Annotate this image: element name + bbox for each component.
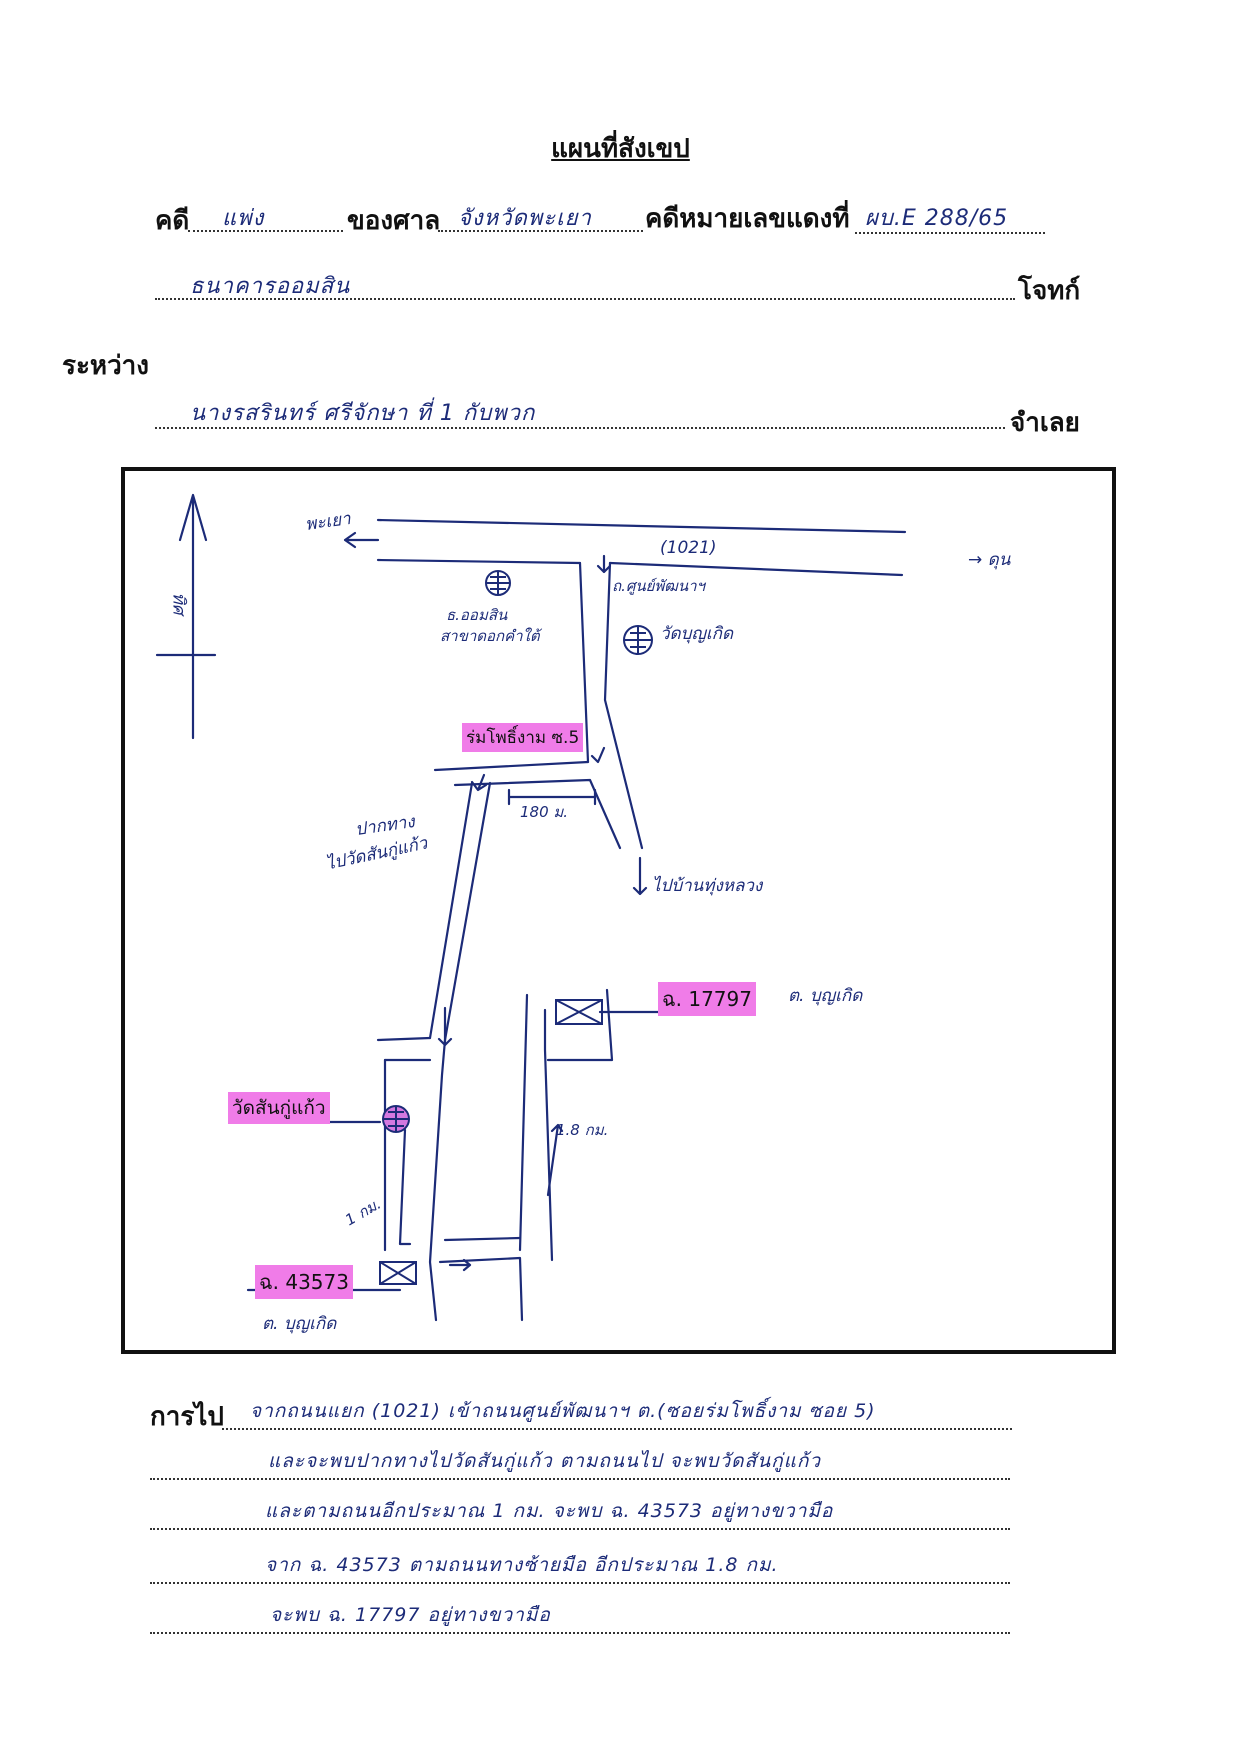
- soi-label: ร่มโพธิ์งาม ซ.5: [462, 723, 584, 752]
- case-label: คดี: [155, 206, 190, 236]
- road-name-label: ถ.ศูนย์พัฒนาฯ: [612, 577, 705, 595]
- branch-road-outer: [518, 993, 554, 1262]
- to-village-label: ไปบ้านทุ่งหลวง: [652, 876, 763, 896]
- red-case-label: คดีหมายเลขแดงที่: [645, 204, 850, 234]
- directions-label: การไป: [150, 1402, 224, 1432]
- defendant-field: นางรสรินทร์ ศรีจักษา ที่ 1 กับพวก: [155, 395, 1005, 429]
- distance-1-8-arrow: [546, 1123, 564, 1197]
- plaintiff-field: ธนาคารออมสิน: [155, 268, 1015, 300]
- case-type-field: แพ่ง: [188, 200, 343, 232]
- distance-180-label: 180 ม.: [520, 803, 569, 821]
- soi-line-top: [433, 760, 590, 772]
- left-road-inner: [428, 781, 492, 1322]
- plaintiff-label: โจทก์: [1018, 276, 1081, 306]
- between-label: ระหว่าง: [62, 351, 149, 381]
- right-destination-label: → ดุน: [968, 550, 1011, 570]
- court-name-field: จังหวัดพะเยา: [438, 200, 643, 232]
- soi-line-bottom: [453, 778, 622, 850]
- north-arrow-icon: [155, 493, 217, 740]
- connector-road-top: [443, 1236, 522, 1242]
- deed-43573-tambon: ต. บุญเกิด: [262, 1314, 337, 1334]
- arrow-to-village-icon: [632, 856, 648, 896]
- north-label: ทิศ: [168, 592, 189, 615]
- side-road-left: [578, 561, 590, 764]
- case-type-value: แพ่ง: [222, 206, 265, 231]
- sketch-map-frame: [121, 467, 1116, 1354]
- red-case-field: ผบ.E 288/65: [855, 200, 1045, 234]
- distance-1-8-label: 1.8 กม.: [556, 1121, 609, 1139]
- plaintiff-value: ธนาคารออมสิน: [190, 274, 351, 299]
- deed-43573-plot-icon: [379, 1261, 417, 1285]
- temple-1-label: วัดบุญเกิด: [660, 624, 734, 644]
- connector-road-bottom: [438, 1256, 524, 1322]
- red-case-value: ผบ.E 288/65: [865, 206, 1009, 231]
- bank-branch-line1: ธ.ออมสิน: [446, 606, 508, 624]
- highway-number-label: (1021): [660, 538, 717, 558]
- side-road-right: [603, 561, 644, 850]
- directions-line-1: จากถนนแยก (1021) เข้าถนนศูนย์พัฒนาฯ ต.(ซ…: [222, 1396, 1012, 1430]
- court-label: ของศาล: [347, 206, 441, 236]
- temple-2-label: วัดสันกู่แก้ว: [228, 1092, 330, 1124]
- defendant-value: นางรสรินทร์ ศรีจักษา ที่ 1 กับพวก: [190, 401, 536, 426]
- distance-1-line: [398, 1128, 412, 1246]
- temple-2-marker-icon: [382, 1105, 410, 1133]
- arrow-to-phayao-icon: [343, 531, 380, 549]
- highway-line-top: [376, 518, 907, 534]
- defendant-label: จำเลย: [1010, 408, 1080, 438]
- deed-17797-plot-icon: [555, 999, 603, 1025]
- left-road-outer: [428, 781, 474, 1040]
- temple-road-top: [376, 1036, 432, 1042]
- highway-line-bottom: [376, 558, 904, 577]
- directions-line-4: จาก ฉ. 43573 ตามถนนทางซ้ายมือ อีกประมาณ …: [150, 1550, 1010, 1584]
- deed-17797-label: ฉ. 17797: [658, 982, 756, 1016]
- temple-1-marker-icon: [623, 625, 653, 655]
- bank-branch-line2: สาขาดอกคำใต้: [440, 627, 540, 645]
- court-name-value: จังหวัดพะเยา: [458, 206, 592, 231]
- page-title: แผนที่สังเขป: [551, 134, 690, 164]
- directions-line-3: และตามถนนอีกประมาณ 1 กม. จะพบ ฉ. 43573 อ…: [150, 1496, 1010, 1530]
- bank-marker-icon: [485, 570, 511, 596]
- distance-180-line: [507, 788, 597, 806]
- deed-43573-label: ฉ. 43573: [255, 1265, 353, 1299]
- directions-line-2: และจะพบปากทางไปวัดสันกู่แก้ว ตามถนนไป จะ…: [150, 1446, 1010, 1480]
- branch-road-inner: [546, 988, 614, 1062]
- deed-17797-tambon: ต. บุญเกิด: [788, 986, 863, 1006]
- directions-line-5: จะพบ ฉ. 17797 อยู่ทางขวามือ: [150, 1600, 1010, 1634]
